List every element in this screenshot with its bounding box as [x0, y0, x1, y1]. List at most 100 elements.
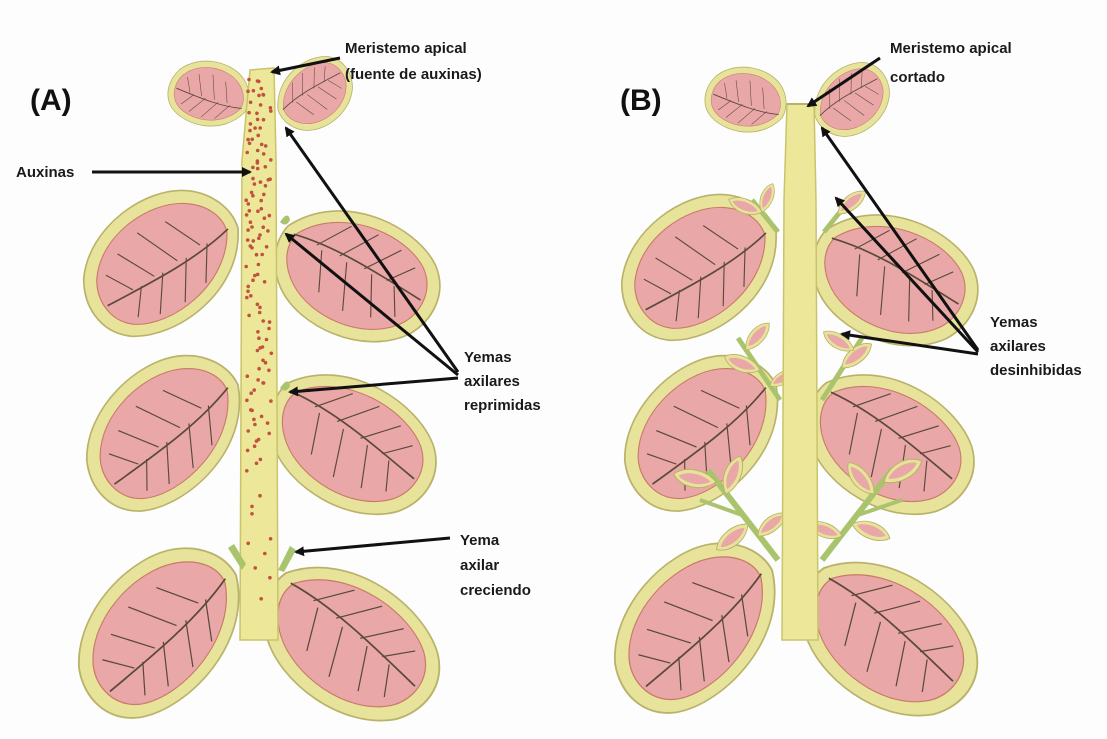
label-a-buds-1: Yemas: [464, 349, 512, 366]
auxin-dot: [260, 253, 264, 257]
auxin-dot: [250, 138, 254, 142]
label-a-growing-2: axilar: [460, 557, 499, 574]
label-b-meristem-1: Meristemo apical: [890, 40, 1012, 57]
auxin-dot: [246, 90, 250, 94]
auxin-dot: [270, 352, 274, 356]
auxin-dot: [244, 198, 248, 202]
auxin-dot: [251, 166, 255, 170]
auxin-dot: [256, 167, 260, 171]
label-b-buds-2: axilares: [990, 338, 1046, 355]
auxin-dot: [252, 239, 256, 243]
auxin-dot: [252, 89, 256, 93]
auxin-dot: [256, 134, 260, 138]
auxin-dot: [263, 216, 267, 220]
auxin-dot: [266, 229, 270, 233]
auxin-dot: [259, 103, 263, 107]
auxin-dot: [249, 244, 253, 248]
auxin-dot: [256, 161, 260, 165]
leaf-a-2-left: [57, 165, 266, 358]
label-b-buds-1: Yemas: [990, 314, 1038, 331]
auxin-dot: [249, 391, 253, 395]
auxin-dot: [268, 320, 272, 324]
auxin-dot: [256, 349, 260, 353]
auxin-dot: [256, 378, 260, 382]
auxin-dot: [265, 245, 269, 249]
leaf-a-top-left: [160, 49, 258, 138]
auxin-dot: [258, 233, 262, 237]
auxin-dot: [266, 421, 270, 425]
auxin-dot: [259, 199, 263, 203]
auxin-dot: [262, 93, 266, 97]
auxin-dot: [256, 118, 260, 122]
label-a-auxins: Auxinas: [16, 164, 74, 181]
auxin-dot: [268, 576, 272, 580]
auxin-dot: [253, 566, 257, 570]
plant-b: [581, 52, 1003, 739]
auxin-dot: [260, 207, 264, 211]
auxin-dot: [253, 423, 257, 427]
auxin-dot: [250, 505, 254, 509]
auxin-dot: [257, 94, 261, 98]
auxin-dot: [245, 399, 249, 403]
auxin-dot: [265, 338, 269, 342]
auxin-dot: [249, 122, 253, 126]
auxin-dot: [250, 191, 254, 195]
auxin-dot: [245, 213, 249, 217]
auxin-dot: [253, 182, 257, 186]
auxin-dot: [251, 194, 255, 198]
auxin-dot: [267, 369, 271, 373]
auxin-dot: [259, 180, 263, 184]
auxin-dot: [256, 209, 260, 213]
auxin-dot: [255, 112, 259, 116]
auxin-dot: [262, 381, 266, 385]
auxin-dot: [264, 361, 268, 365]
auxin-dot: [250, 225, 254, 229]
auxin-dot: [251, 278, 255, 282]
label-b-buds-3: desinhibidas: [990, 362, 1082, 379]
auxin-dot: [248, 129, 252, 133]
auxin-dot: [251, 177, 255, 181]
auxin-dot: [246, 374, 250, 378]
auxin-dot: [256, 303, 260, 307]
auxin-dot: [253, 444, 257, 448]
panel-a-label: (A): [30, 84, 72, 117]
arrow-a-growing: [296, 538, 450, 552]
auxin-dot: [246, 290, 250, 294]
auxin-dot: [264, 184, 268, 188]
auxin-dot: [252, 418, 256, 422]
leaf-a-2-right: [251, 179, 460, 372]
auxin-dot: [261, 319, 265, 323]
leaf-b-4-left: [581, 513, 811, 739]
auxin-dot: [258, 306, 262, 310]
auxin-dot: [245, 151, 249, 155]
auxin-dot: [246, 228, 250, 232]
auxin-dot: [257, 336, 261, 340]
leaf-a-3-left: [56, 328, 272, 535]
auxin-dot: [263, 552, 267, 556]
auxin-dot: [264, 144, 268, 148]
auxin-dot: [262, 152, 266, 156]
auxin-dot: [269, 537, 273, 541]
auxin-dot: [269, 109, 273, 113]
auxin-dot: [246, 449, 250, 453]
auxin-dot: [246, 429, 250, 433]
auxin-dot: [269, 106, 273, 110]
auxin-dot: [247, 314, 251, 318]
auxin-dot: [259, 597, 263, 601]
bud-a-2: [280, 215, 290, 224]
auxin-dot: [244, 265, 248, 269]
auxin-dot: [255, 462, 259, 466]
panel-b-label: (B): [620, 84, 662, 117]
label-a-growing-3: creciendo: [460, 582, 531, 599]
auxin-dot: [258, 311, 262, 315]
leaf-a-top-right: [264, 46, 367, 143]
auxin-dot: [246, 238, 250, 242]
auxin-dot: [269, 399, 273, 403]
auxin-dot: [257, 367, 261, 371]
auxin-dot: [260, 87, 264, 91]
leaf-b-2-right: [789, 183, 998, 376]
auxin-dot: [269, 158, 273, 162]
auxin-dot: [255, 253, 259, 257]
auxin-dot: [249, 101, 253, 105]
auxin-dot: [246, 285, 250, 289]
